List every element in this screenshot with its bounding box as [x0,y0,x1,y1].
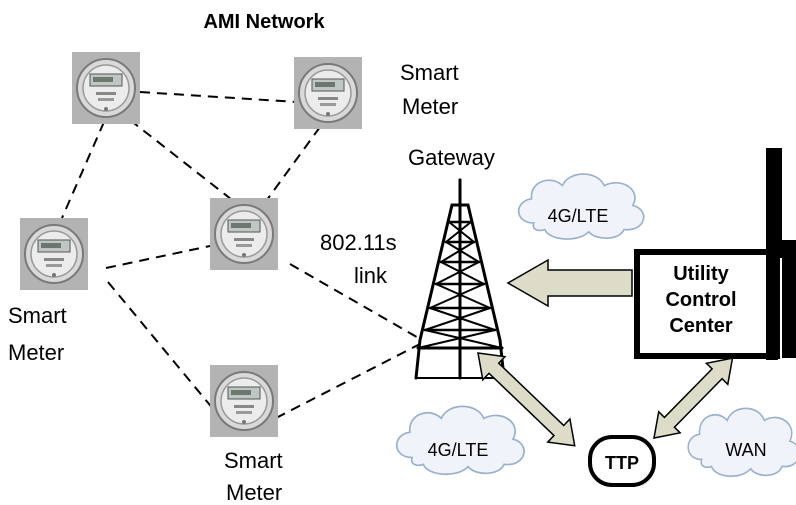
smart-meter-icon [293,56,363,130]
mesh-links [61,91,423,419]
arrow-ucc-to-gateway [506,258,633,308]
ttp-node [588,435,656,487]
link-m4-tower [289,263,423,341]
link-m2-m4 [263,126,321,205]
smart-meter-icon [209,197,279,271]
cloud-label-lte-bottom: 4G/LTE [428,440,489,460]
cloud-label-lte-top: 4G/LTE [548,206,609,226]
ucc-label-line1: Utility [673,263,729,285]
utility-building-icon [634,148,796,360]
link-label-line1: 802.11s [320,230,397,255]
arrow-ucc-ttp [653,357,734,439]
meter-label-smart: Smart [224,448,283,473]
ttp-label: TTP [605,453,639,473]
diagram-title: AMI Network [203,11,325,33]
link-m1-m2 [139,91,298,103]
meter-label-meter: Meter [226,480,282,505]
gateway-tower-icon [414,178,506,380]
smart-meter-icon [209,364,279,438]
smart-meter-icon [19,217,89,291]
link-label-line2: link [354,263,388,288]
smart-meter-icon [71,51,141,125]
link-m1-m4 [129,119,237,204]
cloud-label-wan: WAN [725,440,766,460]
meter-label-meter: Meter [8,340,64,365]
link-m3-m4 [105,245,211,269]
link-m3-m5 [107,281,215,411]
ucc-label-line3: Center [669,315,733,337]
arrow-gateway-ttp [477,352,576,447]
meter-label-smart: Smart [400,60,459,85]
meter-label-smart: Smart [8,303,67,328]
meter-label-meter: Meter [402,94,458,119]
link-m5-tower [275,343,421,419]
ucc-label-line2: Control [665,289,736,311]
gateway-label: Gateway [408,145,495,170]
link-m1-m3 [61,121,105,219]
